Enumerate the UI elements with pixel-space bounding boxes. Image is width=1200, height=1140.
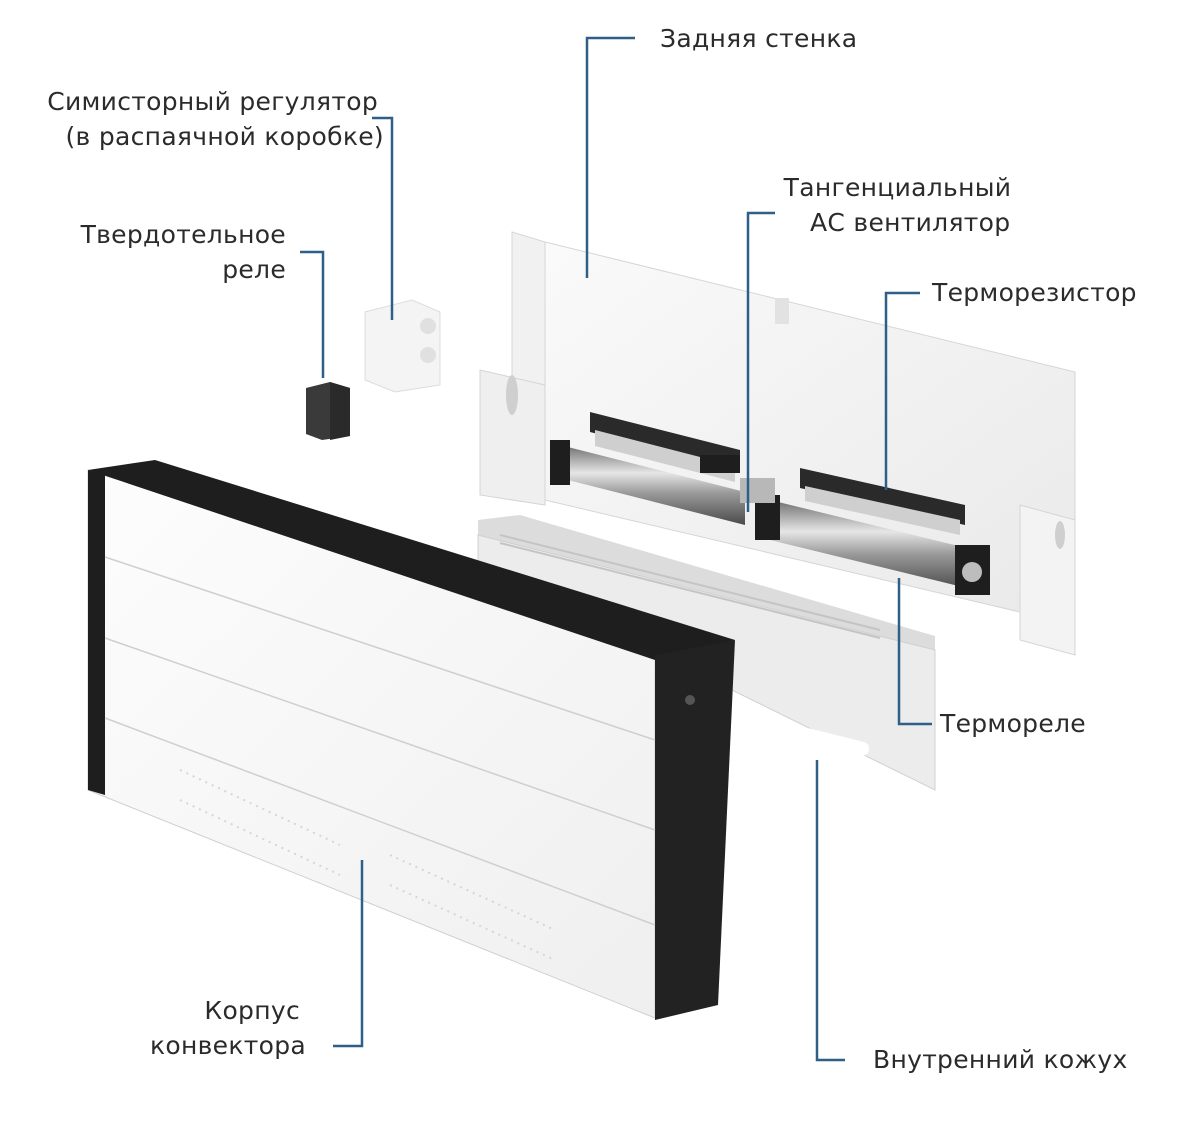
label-triac-line2: (в распаячной коробке): [65, 122, 384, 151]
label-back-wall: Задняя стенка: [660, 24, 858, 53]
junction-box: [364, 299, 441, 393]
label-body-line1: Корпус: [204, 996, 300, 1025]
tangential-fan-left: [550, 412, 745, 525]
tangential-fan-right: [740, 468, 990, 595]
convector-body: [87, 460, 735, 1020]
label-thermistor: Терморезистор: [932, 278, 1137, 307]
leader-lines: [300, 36, 932, 1062]
label-inner-shroud: Внутренний кожух: [873, 1045, 1128, 1074]
label-thermostat: Термореле: [940, 709, 1086, 738]
label-triac-line1: Симисторный регулятор: [47, 87, 378, 116]
label-relay-line2: реле: [222, 255, 286, 284]
label-fan-line1: Тангенциальный: [783, 173, 1012, 202]
label-relay-line1: Твердотельное: [80, 220, 286, 249]
label-body-line2: конвектора: [149, 1031, 306, 1060]
solid-state-relay: [306, 382, 350, 440]
label-fan-line2: АС вентилятор: [810, 208, 1011, 237]
